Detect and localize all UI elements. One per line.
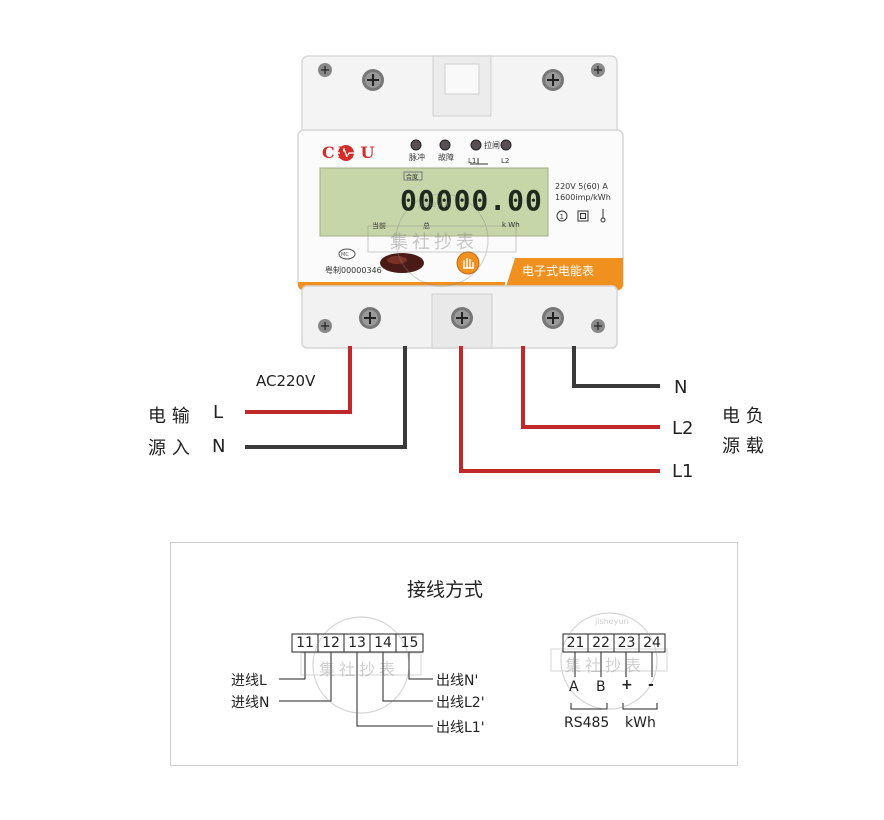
wire-out-L1 bbox=[459, 346, 660, 473]
pulse-label: 脉冲 bbox=[409, 153, 425, 162]
screw-icon bbox=[591, 319, 605, 333]
hand-icon bbox=[463, 258, 474, 269]
terminal-21: 21 bbox=[566, 635, 585, 651]
screw-icon bbox=[359, 307, 381, 329]
load-label-top: 电 负 bbox=[722, 406, 764, 427]
terminal-23: 23 bbox=[617, 635, 636, 651]
lcd-bottom-left: 当前 bbox=[372, 222, 386, 230]
thermometer-icon bbox=[600, 209, 606, 223]
wire-in-L bbox=[245, 346, 352, 414]
lead-out-L2 bbox=[382, 652, 433, 702]
diagram-watermark-sub: jisheyun bbox=[595, 617, 629, 626]
lead-out-N bbox=[408, 652, 433, 680]
wire-out-L2 bbox=[521, 346, 660, 429]
kwh-bracket bbox=[622, 703, 658, 710]
label-out-L2: 出线L2' bbox=[436, 695, 485, 711]
l1-label: L1 bbox=[468, 157, 477, 165]
meter-watermark-sub: jisheyun bbox=[418, 200, 452, 209]
screw-icon bbox=[542, 307, 564, 329]
input-N-label: N bbox=[212, 436, 226, 457]
wire-in-N bbox=[245, 346, 407, 449]
terminal-12: 12 bbox=[322, 635, 340, 651]
diagram-watermark-left bbox=[300, 616, 422, 714]
diagram-title: 接线方式 bbox=[407, 579, 484, 601]
l2-label: L2 bbox=[501, 157, 510, 165]
label-in-N: 进线N bbox=[231, 695, 270, 711]
diagram-watermark-right bbox=[550, 612, 668, 710]
watermark-stamp bbox=[367, 193, 517, 287]
wire-out-N bbox=[572, 346, 660, 388]
terminal-24: 24 bbox=[643, 635, 661, 651]
output-N-label: N bbox=[674, 377, 688, 398]
trip-label: 拉闸 bbox=[484, 141, 500, 150]
meter-watermark: 集社抄表 bbox=[390, 232, 478, 253]
spec-line-1: 220V 5(60) A bbox=[555, 182, 608, 191]
label-minus: - bbox=[648, 677, 654, 693]
load-label-bottom: 源 载 bbox=[722, 436, 764, 457]
lcd-reading: 00000.00 bbox=[400, 184, 543, 217]
orange-band bbox=[505, 258, 623, 290]
trip-led-icon bbox=[470, 139, 482, 151]
output-L1-label: L1 bbox=[672, 461, 694, 482]
terminal-diagram bbox=[279, 612, 668, 727]
label-B: B bbox=[596, 679, 606, 695]
lcd-unit: k Wh bbox=[502, 221, 520, 229]
pulse-led-icon bbox=[410, 139, 422, 151]
screw-icon bbox=[318, 63, 332, 77]
label-A: A bbox=[569, 679, 579, 695]
rs485-bracket bbox=[570, 703, 608, 710]
label-kwh: kWh bbox=[625, 715, 656, 731]
svg-text:MC: MC bbox=[341, 252, 349, 258]
label-plus: + bbox=[621, 677, 633, 693]
lcd-screen bbox=[319, 167, 549, 237]
brand-logo: CL U bbox=[322, 143, 378, 162]
label-out-L1: 出线L1' bbox=[436, 720, 485, 736]
label-out-N: 出线N' bbox=[436, 673, 479, 689]
terminal-14: 14 bbox=[374, 635, 392, 651]
input-L-label: L bbox=[213, 402, 224, 423]
terminal-13: 13 bbox=[348, 635, 366, 651]
brand-logo-icon bbox=[338, 145, 354, 161]
spec-line-2: 1600imp/kWh bbox=[555, 193, 611, 202]
screw-icon bbox=[451, 307, 473, 329]
output-L2-label: L2 bbox=[672, 418, 694, 439]
lead-in-L bbox=[279, 652, 306, 680]
top-clip-slot bbox=[444, 63, 480, 95]
fault-led-icon bbox=[439, 139, 451, 151]
terminal-11: 11 bbox=[296, 635, 314, 651]
diagram-watermark-text-left: 集社抄表 bbox=[319, 660, 400, 679]
lcd-tag-box bbox=[403, 171, 423, 181]
screw-icon bbox=[362, 69, 384, 91]
lead-in-N bbox=[279, 652, 332, 702]
cmc-mark-icon: MC bbox=[338, 248, 356, 260]
trip-led-icon bbox=[500, 139, 512, 151]
cert-number: 粤制00000346 bbox=[325, 266, 382, 275]
lead-out-L1 bbox=[356, 652, 433, 727]
terminal-22: 22 bbox=[592, 635, 610, 651]
label-rs485: RS485 bbox=[564, 715, 610, 731]
terminal-15: 15 bbox=[400, 635, 419, 651]
screw-icon bbox=[318, 319, 332, 333]
class-symbol-icon: 1 bbox=[556, 210, 568, 222]
fault-label: 故障 bbox=[438, 153, 454, 162]
ir-window-highlight bbox=[387, 256, 407, 264]
source-label-bottom: 源 入 bbox=[148, 438, 190, 459]
product-name: 电子式电能表 bbox=[522, 264, 595, 278]
label-in-L: 进线L bbox=[231, 673, 267, 689]
screw-icon bbox=[591, 63, 605, 77]
wiring-diagram-panel: 接线方式 11 12 13 14 15 21 bbox=[170, 542, 738, 766]
diagram-watermark-text-right: 集社抄表 bbox=[565, 656, 646, 675]
source-label-top: 电 输 bbox=[148, 406, 190, 427]
lcd-bottom-mid: 总 bbox=[423, 222, 430, 230]
lcd-top-tag: 合度 bbox=[406, 174, 419, 181]
screw-icon bbox=[542, 69, 564, 91]
ac-voltage-label: AC220V bbox=[256, 372, 316, 390]
meter-illustration: 1 MC bbox=[245, 55, 660, 473]
svg-text:1: 1 bbox=[560, 213, 564, 221]
double-insulation-icon bbox=[577, 210, 589, 222]
